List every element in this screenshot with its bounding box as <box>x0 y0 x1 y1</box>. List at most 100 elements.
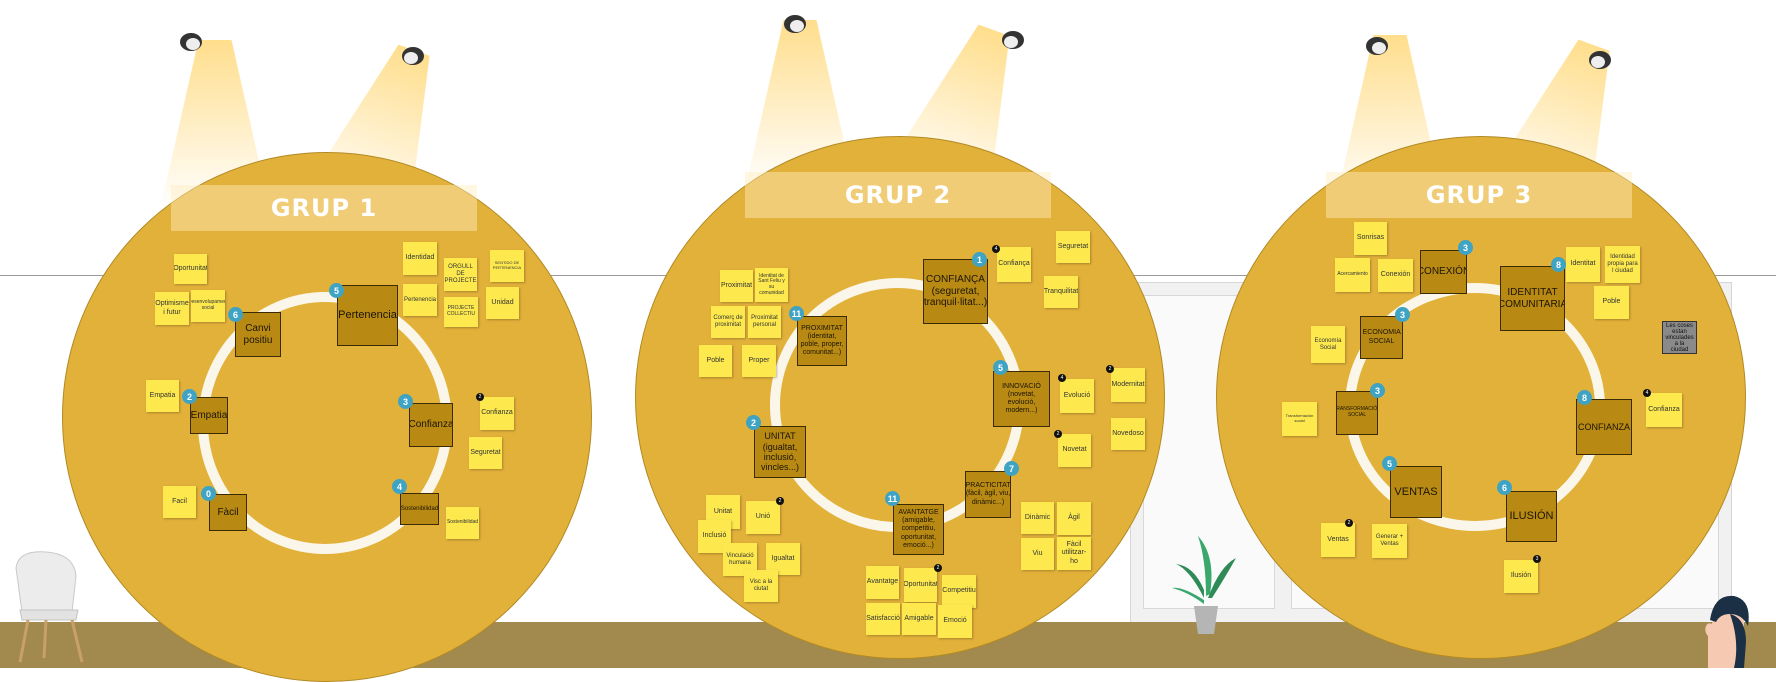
spotlight-icon <box>1366 37 1388 55</box>
sticky-note[interactable]: Seguretat <box>469 437 502 469</box>
theme-box[interactable]: PROXIMITAT (identitat, poble, proper, co… <box>797 316 847 366</box>
sticky-note[interactable]: Identitat <box>1566 247 1600 282</box>
sticky-note[interactable]: Avantatge <box>866 566 899 599</box>
theme-box[interactable]: IDENTITAT COMUNITARIA <box>1500 266 1565 331</box>
group-title: GRUP 2 <box>844 181 952 209</box>
sticky-note[interactable]: Proper <box>742 345 776 377</box>
sticky-note[interactable]: Novetat <box>1058 434 1091 467</box>
sticky-note[interactable]: Oportunitat <box>174 254 207 284</box>
sticky-note[interactable]: Dinàmic <box>1021 502 1054 534</box>
theme-box[interactable]: ILUSIÓN <box>1506 491 1557 542</box>
sticky-note[interactable]: Unió <box>746 501 780 534</box>
vote-dot: 2 <box>476 393 484 401</box>
chair-icon <box>15 551 84 663</box>
sticky-note[interactable]: Identidad propia para l ciudad <box>1605 246 1640 283</box>
sticky-note[interactable]: Comerç de proximitat <box>711 306 745 338</box>
count-badge: 5 <box>993 360 1008 375</box>
theme-box[interactable]: Empatia <box>190 397 228 434</box>
sticky-note[interactable]: Confiança <box>997 247 1031 282</box>
theme-box[interactable]: Fàcil <box>209 494 247 531</box>
count-badge: 3 <box>398 394 413 409</box>
theme-box[interactable]: VENTAS <box>1390 466 1442 518</box>
theme-box[interactable]: CONEXIÓN <box>1420 250 1467 294</box>
count-badge: 5 <box>1382 456 1397 471</box>
sticky-note[interactable]: PROJECTE COLLECTIU <box>444 297 478 327</box>
group-title: GRUP 3 <box>1425 181 1533 209</box>
sticky-note[interactable]: Unidad <box>486 287 519 319</box>
sticky-note[interactable]: Confianza <box>480 397 514 430</box>
sticky-note[interactable]: Poble <box>1594 286 1629 319</box>
sticky-note[interactable]: Àgil <box>1057 502 1091 535</box>
vote-dot: 2 <box>1054 430 1062 438</box>
sticky-note[interactable]: Novedoso <box>1111 418 1145 450</box>
sticky-note[interactable]: Optimisme i futur <box>155 292 189 325</box>
sticky-note[interactable]: Identitat de Sant Feliu y su comunidad <box>755 268 788 302</box>
vote-dot: 2 <box>1345 519 1353 527</box>
sticky-note[interactable]: Seguretat <box>1056 231 1090 263</box>
sticky-note[interactable]: Ilusión <box>1504 560 1538 593</box>
count-badge: 1 <box>972 252 987 267</box>
count-badge: 11 <box>885 491 900 506</box>
theme-box[interactable]: AVANTATGE (amigable, competitiu, oportun… <box>893 504 944 555</box>
count-badge: 7 <box>1004 461 1019 476</box>
sticky-note[interactable]: Pertenencia <box>403 284 437 316</box>
group-title-banner: GRUP 3 <box>1326 172 1632 218</box>
sticky-note[interactable]: Visc a la ciutat <box>744 570 778 602</box>
sticky-note[interactable]: Conexión <box>1378 259 1413 292</box>
count-badge: 5 <box>329 283 344 298</box>
theme-box[interactable]: UNITAT (igualtat, inclusió, vincles...) <box>754 426 806 478</box>
count-badge: 2 <box>746 415 761 430</box>
theme-box[interactable]: CONFIANZA <box>1576 399 1632 455</box>
sticky-note[interactable]: Transformación social <box>1282 402 1317 436</box>
sticky-note[interactable]: Satisfacció <box>866 603 900 635</box>
sticky-note[interactable]: Sostenibilidad <box>446 507 479 539</box>
sticky-note[interactable]: Oportunitat <box>904 568 937 602</box>
group-title-banner: GRUP 1 <box>171 185 477 231</box>
theme-box[interactable]: Sostenibilidad <box>400 493 439 525</box>
sticky-note[interactable]: ORGULL DE PROJECTE <box>444 258 477 291</box>
sticky-note[interactable]: Facil <box>163 486 196 518</box>
count-badge: 3 <box>1458 240 1473 255</box>
theme-box[interactable]: TRANSFORMACIÓN SOCIAL <box>1336 391 1378 435</box>
sticky-note[interactable]: Viu <box>1021 538 1054 570</box>
sticky-note[interactable]: Economía Social <box>1311 326 1345 363</box>
vote-dot: 3 <box>1533 555 1541 563</box>
theme-box[interactable]: Pertenencia <box>337 285 398 346</box>
sticky-note[interactable]: Identidad <box>403 242 437 275</box>
sticky-note[interactable]: Emoció <box>938 605 972 638</box>
gray-note[interactable]: Les coses estan vinculades a la ciudad <box>1662 321 1697 354</box>
theme-box[interactable]: INNOVACIÓ (novetat, evolució, modern...) <box>993 371 1050 427</box>
sticky-note[interactable]: Evolució <box>1060 379 1094 413</box>
sticky-note[interactable]: Generar + Ventas <box>1372 524 1407 558</box>
theme-box[interactable]: Canvi positiu <box>235 312 281 357</box>
count-badge: 3 <box>1395 307 1410 322</box>
sticky-note[interactable]: SENTIDO DE PERTENENCIA <box>490 250 524 282</box>
sticky-note[interactable]: Igualtat <box>766 543 800 575</box>
sticky-note[interactable]: Competitiu <box>942 575 976 608</box>
spotlight-icon <box>402 47 424 65</box>
vote-dot: 4 <box>992 245 1000 253</box>
count-badge: 0 <box>201 486 216 501</box>
count-badge: 3 <box>1370 383 1385 398</box>
theme-box[interactable]: Confianza <box>409 403 453 447</box>
sticky-note[interactable]: Proximitat personal <box>748 306 781 338</box>
sticky-note[interactable]: Inclusió <box>698 520 731 553</box>
spotlight-icon <box>180 33 202 51</box>
theme-box[interactable]: ECONOMIA SOCIAL <box>1360 316 1403 359</box>
sticky-note[interactable]: Poble <box>699 345 732 377</box>
plant-icon <box>1172 536 1236 634</box>
sticky-note[interactable]: Desenvolupament social <box>191 290 225 322</box>
sticky-note[interactable]: Acercamiento <box>1335 258 1370 292</box>
count-badge: 4 <box>392 479 407 494</box>
sticky-note[interactable]: Modernitat <box>1111 368 1145 402</box>
theme-box[interactable]: PRACTICITAT (fàcil, àgil, viu, dinàmic..… <box>965 471 1011 518</box>
sticky-note[interactable]: Empatia <box>146 380 179 412</box>
theme-box[interactable]: CONFIANÇA (seguretat, tranquil·litat...) <box>923 259 988 324</box>
sticky-note[interactable]: Fàcil utilitzar-ho <box>1057 537 1091 570</box>
sticky-note[interactable]: Confianza <box>1646 393 1682 427</box>
sticky-note[interactable]: Sonrisas <box>1354 222 1387 255</box>
sticky-note[interactable]: Tranquilitat <box>1044 276 1078 308</box>
sticky-note[interactable]: Proximitat <box>720 270 753 302</box>
sticky-note[interactable]: Amigable <box>902 603 936 635</box>
sticky-note[interactable]: Ventas <box>1321 523 1355 557</box>
